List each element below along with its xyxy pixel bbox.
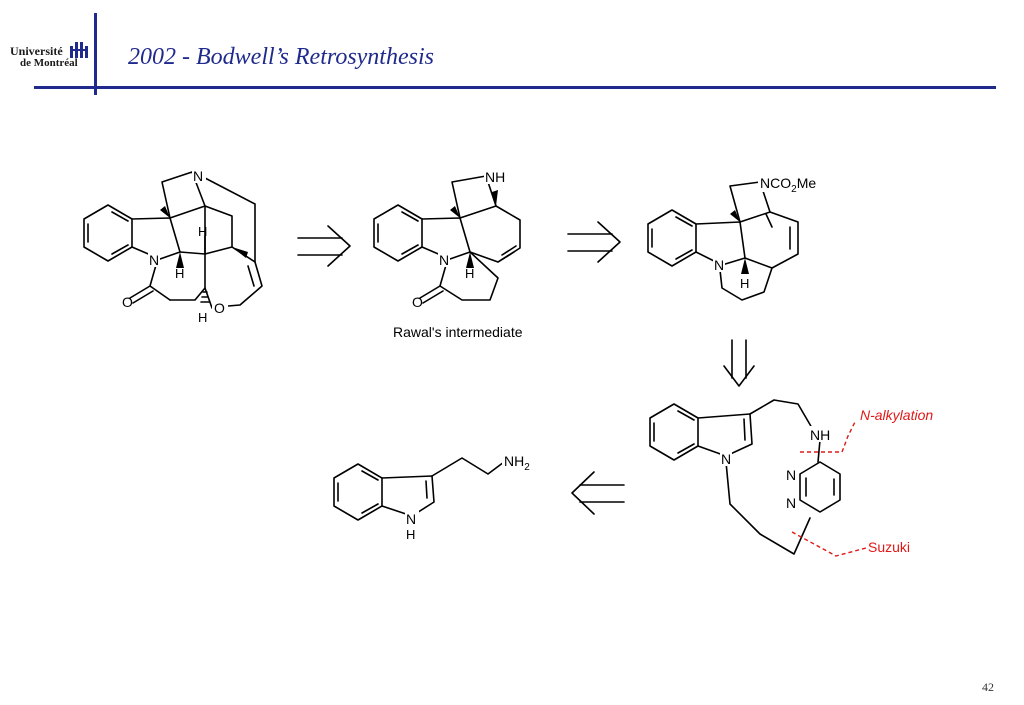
atom-n: N [149, 252, 159, 268]
universite-de-montreal-logo: Université de Montréal [8, 40, 94, 74]
molecule-rawal-labels: N NH H O Rawal's intermediate [393, 168, 523, 340]
atom-h: H [198, 224, 207, 239]
logo-mark-icon [70, 42, 88, 58]
atom-o: O [412, 294, 423, 310]
logo-text-line2: de Montréal [20, 57, 78, 69]
atom-nh: NH [485, 169, 505, 185]
atom-n: N [439, 252, 449, 268]
molecule-macrocycle [649, 399, 841, 555]
molecule-tryptamine-labels: N H NH2 [405, 452, 538, 542]
n-alkylation-label: N-alkylation [860, 407, 933, 423]
atom-n: N [406, 511, 416, 527]
atom-h: H [740, 276, 749, 291]
molecule-tryptamine [333, 457, 505, 521]
molecule-macrocycle-labels: N NH N N [720, 426, 834, 511]
disconnection-annotations: N-alkylation Suzuki [791, 407, 933, 557]
retro-arrow [297, 225, 351, 267]
amine-group-label: NH2 [504, 453, 530, 473]
atom-h: H [465, 266, 474, 281]
page-number: 42 [982, 680, 994, 694]
atom-o: O [122, 294, 133, 310]
atom-h: H [198, 310, 207, 325]
header-vertical-rule [94, 13, 97, 95]
molecule-carbamate-intermediate [647, 181, 799, 301]
molecule-rawal-intermediate [373, 175, 521, 304]
atom-o: O [214, 300, 225, 316]
logo-text-line1: Université [10, 44, 63, 58]
retro-arrow-left [571, 471, 625, 515]
atom-n: N [786, 467, 796, 483]
molecule-carbamate-labels: N H NCO2Me [713, 174, 828, 291]
header-horizontal-rule [34, 86, 996, 89]
atom-n: N [714, 257, 724, 273]
suzuki-label: Suzuki [868, 539, 910, 555]
retro-arrow-down [723, 339, 755, 387]
atom-h: H [406, 527, 415, 542]
atom-h: H [175, 266, 184, 281]
carbamate-group-label: NCO2Me [760, 175, 816, 195]
retro-arrow [567, 221, 621, 263]
atom-n: N [721, 451, 731, 467]
atom-nh: NH [810, 427, 830, 443]
molecule-strychnine [83, 171, 263, 309]
molecule-strychnine-labels: N N H H H O O [122, 167, 228, 325]
slide-title: 2002 - Bodwell’s Retrosynthesis [128, 44, 434, 70]
atom-n: N [786, 495, 796, 511]
rawal-intermediate-label: Rawal's intermediate [393, 324, 523, 340]
atom-n: N [193, 168, 203, 184]
